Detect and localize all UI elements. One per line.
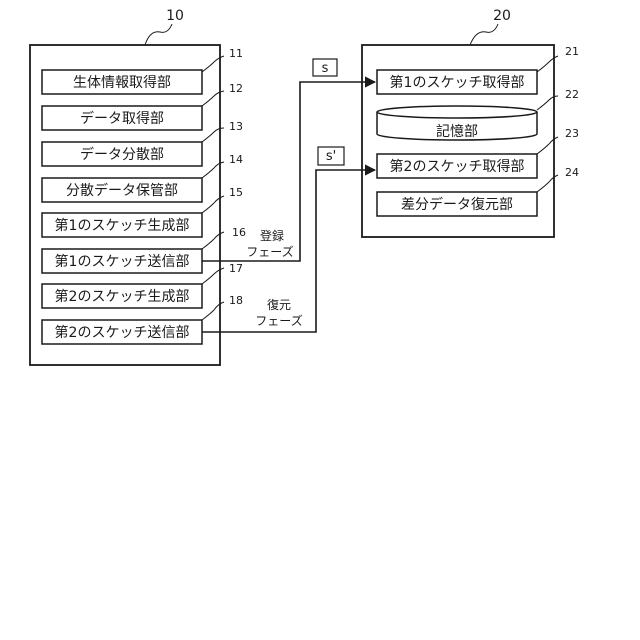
block-17-ref: 17 xyxy=(229,262,243,275)
device-10-ref: 10 xyxy=(166,8,184,24)
block-18-label: 第2のスケッチ送信部 xyxy=(55,324,190,341)
block-21-label: 第1のスケッチ取得部 xyxy=(390,74,525,91)
block-11: 生体情報取得部 11 xyxy=(42,47,243,94)
block-11-label: 生体情報取得部 xyxy=(73,74,171,91)
block-17-label: 第2のスケッチ生成部 xyxy=(55,288,190,305)
device-20-ref: 20 xyxy=(493,8,511,24)
restoration-phase-line1: 復元 xyxy=(267,297,291,312)
registration-phase-line2: フェーズ xyxy=(246,244,293,259)
device-10-leader-line xyxy=(145,24,172,45)
device-10: 10 生体情報取得部 11 データ取得部 12 データ分散部 13 分散データ保… xyxy=(30,8,246,365)
registration-link: s 登録 フェーズ xyxy=(202,59,375,261)
block-22-storage: 記憶部 22 xyxy=(377,88,579,140)
block-14-label: 分散データ保管部 xyxy=(66,182,178,199)
block-15-label: 第1のスケッチ生成部 xyxy=(55,217,190,234)
block-13-label: データ分散部 xyxy=(80,146,164,163)
block-24-label: 差分データ復元部 xyxy=(401,196,513,213)
block-22-ref: 22 xyxy=(565,88,579,101)
registration-signal-label: s xyxy=(322,61,329,76)
restoration-phase-line2: フェーズ xyxy=(255,313,302,328)
block-11-ref: 11 xyxy=(229,47,243,60)
device-20: 20 第1のスケッチ取得部 21 記憶部 22 第2のスケッチ取得部 23 差分… xyxy=(362,8,579,237)
block-16-label: 第1のスケッチ送信部 xyxy=(55,253,190,270)
block-14-ref: 14 xyxy=(229,153,243,166)
device-20-leader-line xyxy=(470,24,498,45)
registration-phase-line1: 登録 xyxy=(260,228,284,243)
block-23-ref: 23 xyxy=(565,127,579,140)
block-12-label: データ取得部 xyxy=(80,110,164,127)
block-15-ref: 15 xyxy=(229,186,243,199)
block-12-ref: 12 xyxy=(229,82,243,95)
block-13-ref: 13 xyxy=(229,120,243,133)
block-24-ref: 24 xyxy=(565,166,579,179)
block-16-ref: 16 xyxy=(232,226,246,239)
block-21: 第1のスケッチ取得部 21 xyxy=(377,45,579,94)
restoration-signal-label: s' xyxy=(326,149,336,164)
block-18-ref: 18 xyxy=(229,294,243,307)
block-23-label: 第2のスケッチ取得部 xyxy=(390,158,525,175)
block-22-label: 記憶部 xyxy=(436,123,478,140)
registration-connector xyxy=(202,82,375,261)
block-21-ref: 21 xyxy=(565,45,579,58)
restoration-link: s' 復元 フェーズ xyxy=(202,147,375,332)
